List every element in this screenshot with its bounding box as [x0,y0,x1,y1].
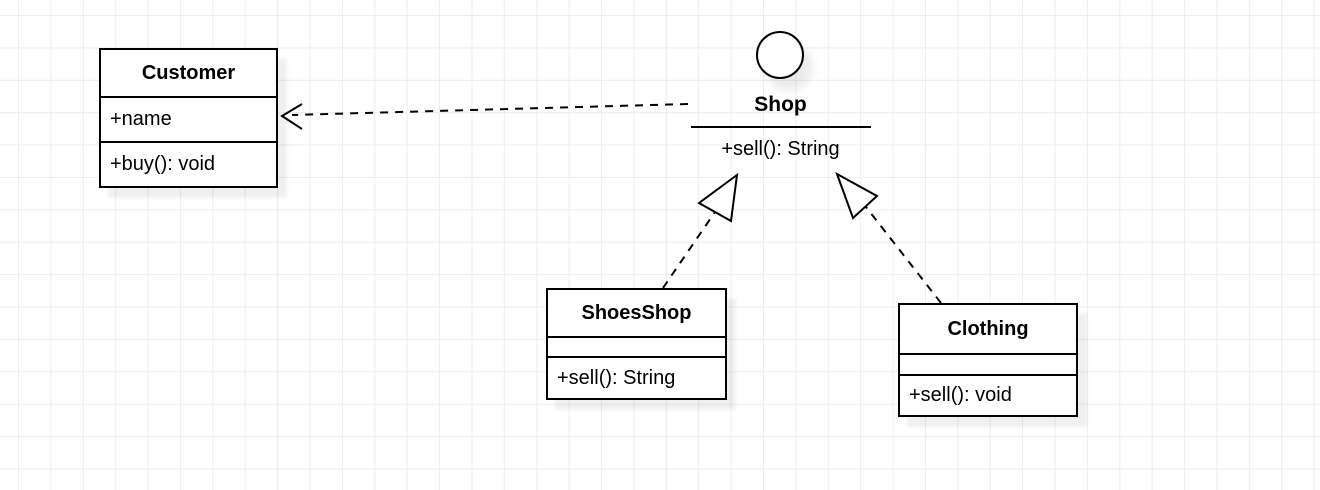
class-title: Customer [141,61,236,84]
class-method: +sell(): String [557,366,676,389]
hollow-triangle-icon [697,172,739,223]
dependency-line [291,103,689,116]
class-method: +sell(): void [909,384,1012,406]
class-title: ShoesShop [581,301,692,324]
class-method: +buy(): void [110,153,216,175]
interface-name: Shop [754,93,807,116]
interface-separator [691,126,871,128]
class-empty-section [548,336,725,356]
class-box-customer[interactable]: Customer +name +buy(): void [99,48,278,188]
realization-line [865,206,942,304]
dependency-connector-shop-to-customer[interactable] [280,103,689,130]
class-empty-section [900,353,1076,374]
interface-method: +sell(): String [721,138,840,160]
class-box-clothing[interactable]: Clothing +sell(): void [898,303,1078,417]
interface-lollipop-icon [756,31,804,79]
class-attribute: +name [110,108,172,130]
realization-connector-shoesshop-to-shop[interactable] [662,172,739,289]
realization-connector-clothing-to-shop[interactable] [835,171,942,304]
realization-line [662,211,716,289]
hollow-triangle-icon [835,171,879,220]
class-box-shoesshop[interactable]: ShoesShop +sell(): String [546,288,727,400]
class-title: Clothing [947,317,1029,340]
open-arrowhead-icon [280,103,303,130]
